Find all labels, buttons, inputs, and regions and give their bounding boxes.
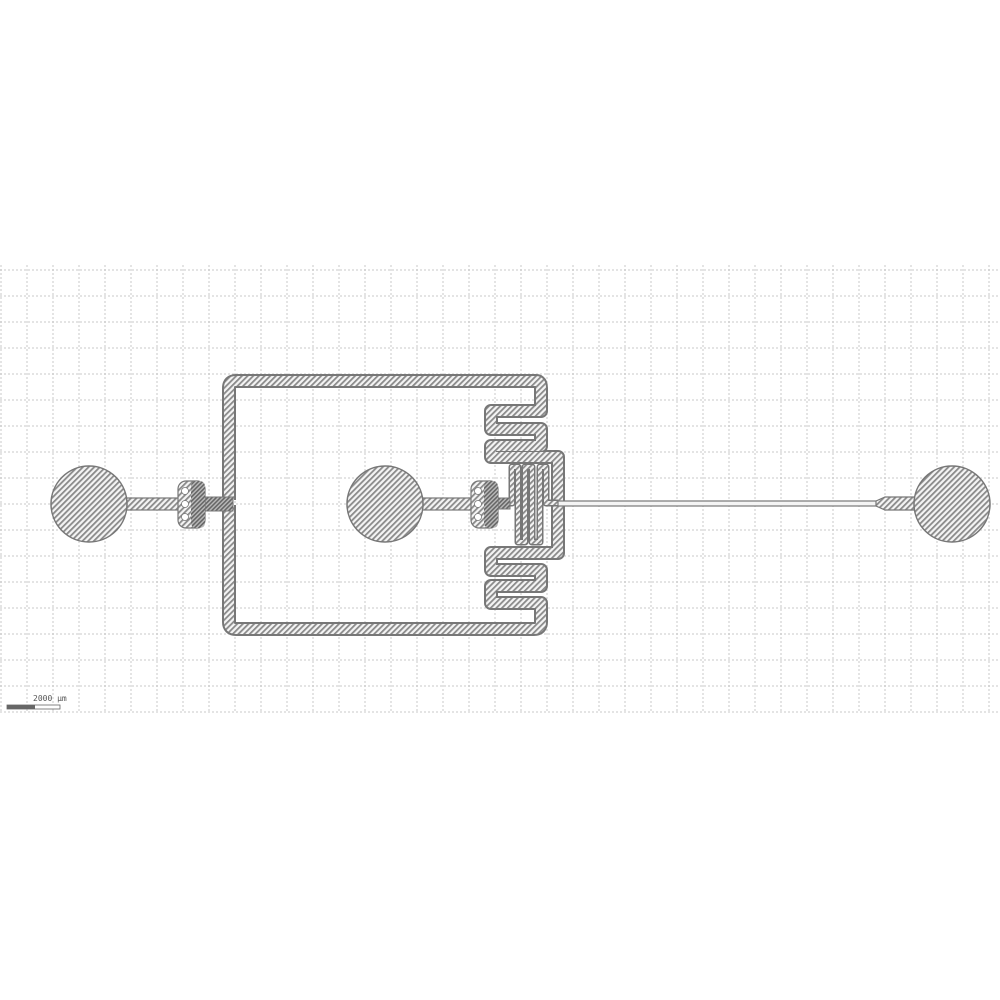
filter-junction-left	[177, 480, 234, 529]
grid	[0, 265, 1000, 713]
outlet-pad-right[interactable]	[913, 465, 991, 543]
filter-junction-center	[470, 480, 511, 529]
scale-bar	[6, 704, 61, 710]
meander-mixer	[505, 463, 558, 546]
inlet-pad-left[interactable]	[50, 465, 183, 543]
scale-bar-label: 2000 µm	[33, 694, 67, 703]
inlet-pad-center[interactable]	[346, 465, 476, 543]
outlet-channel	[557, 496, 916, 511]
